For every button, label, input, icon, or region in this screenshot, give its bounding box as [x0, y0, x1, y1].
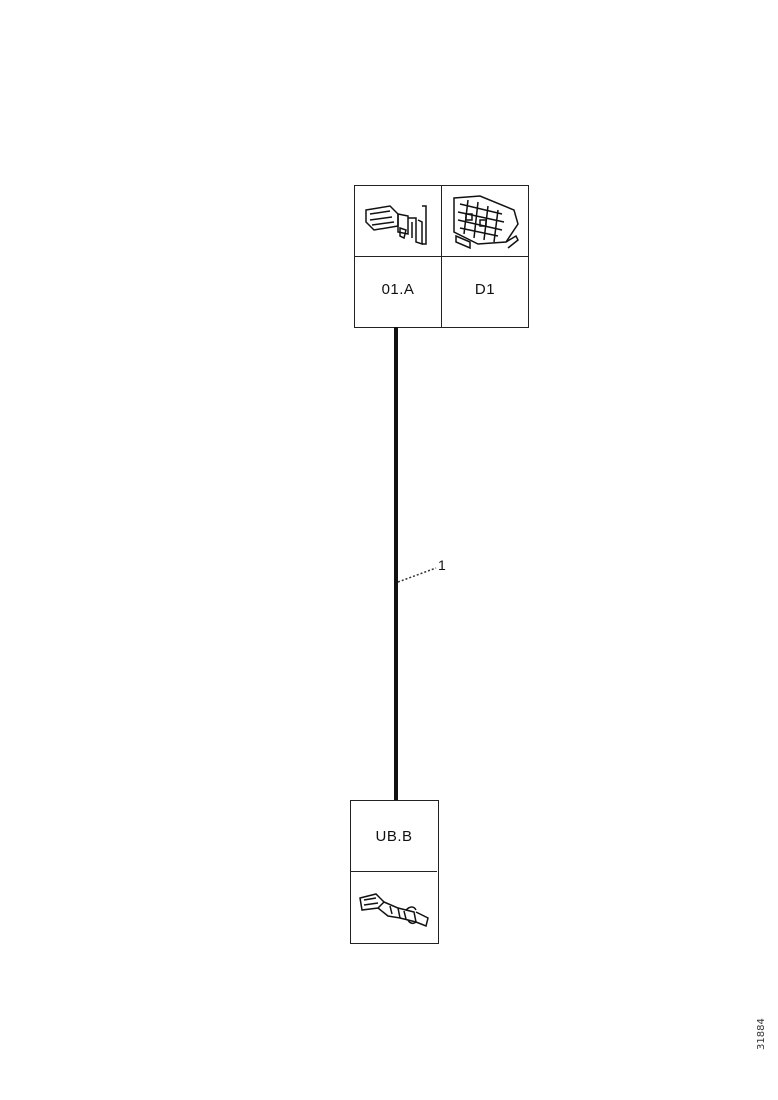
connector-top: 01.A D1	[354, 185, 529, 328]
wire-line	[394, 327, 398, 801]
bottom-terminal-icon-cell	[351, 872, 437, 943]
drawing-code: 31884	[756, 1018, 767, 1050]
terminal-pin-icon-cell	[355, 186, 442, 257]
terminal-pin-icon	[365, 205, 427, 246]
connector-housing-icon-cell	[442, 186, 528, 257]
connector-housing-icon	[453, 195, 519, 250]
terminal-label: 01.A	[355, 257, 442, 327]
connector-bottom: UB.B	[350, 800, 439, 944]
wire-number: 1	[438, 557, 446, 573]
terminal-pin-icon	[359, 892, 429, 927]
wire-leader-line	[397, 567, 437, 583]
bottom-terminal-label: UB.B	[351, 801, 437, 872]
housing-label: D1	[474, 280, 496, 298]
